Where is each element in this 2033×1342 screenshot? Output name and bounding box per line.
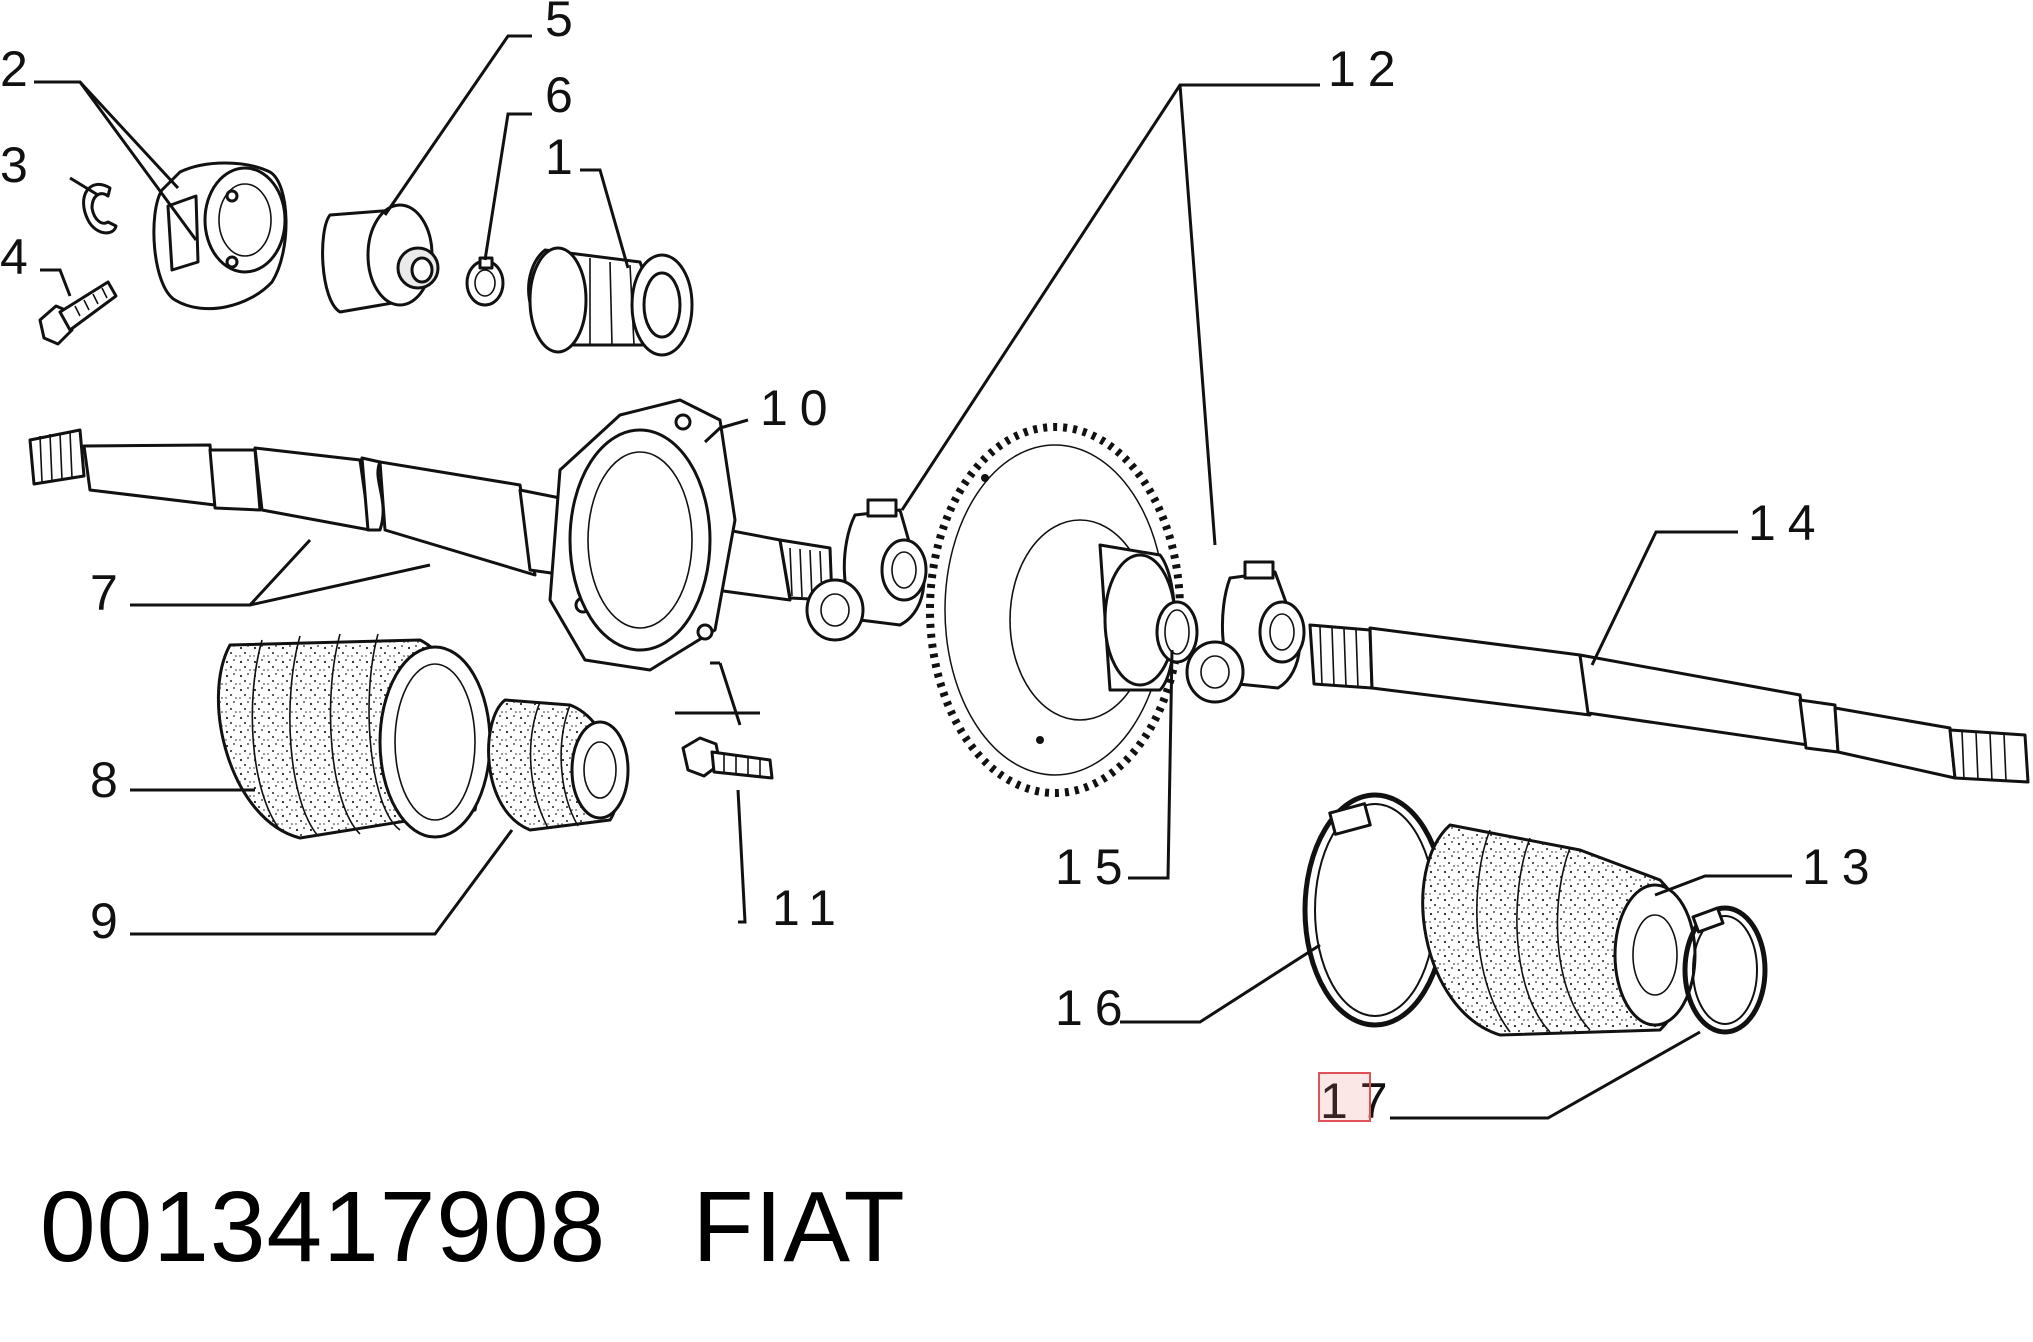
part-number: 0013417908 (40, 1171, 607, 1283)
part-15-ring (1155, 600, 1199, 664)
part-12-joint-left (805, 498, 928, 642)
part-14-shaft (1308, 623, 2030, 784)
part-13-boot (1421, 823, 1697, 1037)
callout-17: 17 (1320, 1073, 1400, 1129)
part-3-circlip (82, 182, 118, 235)
callout-5: 5 (545, 0, 585, 47)
leader-lines (34, 34, 1792, 1120)
part-number-footer: 0013417908 FIAT (40, 1170, 906, 1285)
callout-15: 15 (1055, 839, 1135, 895)
callout-11: 11 (772, 880, 848, 936)
part-1-bush (527, 246, 694, 357)
callout-1: 1 (545, 129, 585, 185)
differential-gear (926, 423, 1184, 797)
part-8-boot (217, 633, 492, 840)
part-9-boot (487, 698, 630, 832)
callout-9: 9 (90, 893, 130, 949)
part-6-clip (465, 256, 505, 307)
part-17-clamp (1682, 905, 1768, 1035)
callout-13: 13 (1802, 839, 1882, 895)
callout-2: 2 (0, 41, 40, 97)
callout-6: 6 (545, 67, 585, 123)
callout-10: 10 (760, 380, 840, 436)
callout-7: 7 (90, 565, 130, 621)
part-10-flange (548, 398, 737, 672)
callout-12: 12 (1328, 41, 1408, 97)
callout-8: 8 (90, 752, 130, 808)
callouts: 2 3 4 5 6 1 12 10 14 7 8 9 11 15 13 16 1… (0, 0, 1882, 1129)
part-4-bolt (38, 280, 118, 346)
part-5-bearing (321, 203, 440, 314)
brand-name: FIAT (692, 1171, 906, 1283)
part-16-clamp (1302, 792, 1448, 1028)
callout-16: 16 (1055, 980, 1135, 1036)
callout-4: 4 (0, 229, 40, 285)
part-11-bolt (681, 736, 774, 780)
callout-3: 3 (0, 137, 40, 193)
callout-14: 14 (1748, 495, 1828, 551)
part-12-joint-right (1185, 560, 1306, 704)
part-2-joint-housing (152, 161, 288, 311)
callout-17-highlight (1318, 1072, 1371, 1122)
